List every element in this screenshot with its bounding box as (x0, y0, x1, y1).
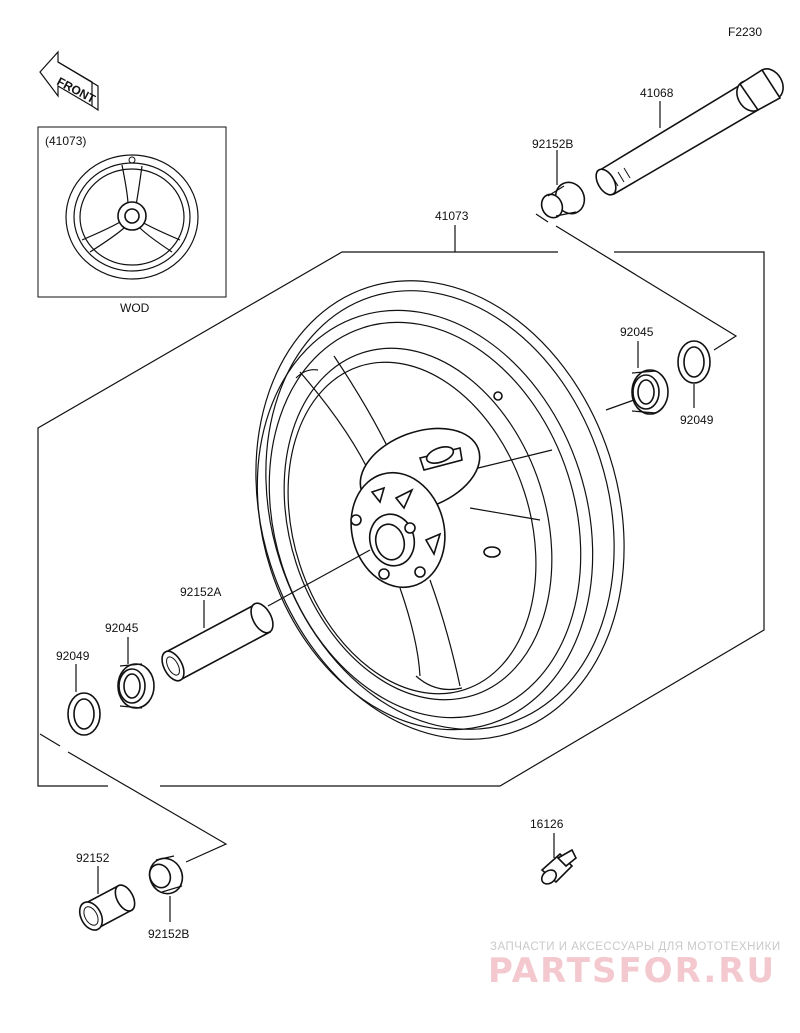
inset-frame (37, 126, 227, 298)
leader-right-assembly (535, 213, 738, 351)
part-label-collar-bottom-left: 92152 (76, 851, 110, 865)
valve-part (540, 848, 578, 885)
axle-part (595, 68, 784, 196)
watermark-tagline: ЗАПЧАСТИ И АКСЕССУАРЫ ДЛЯ МОТОТЕХНИКИ (490, 941, 781, 953)
part-label-seal-left: 92049 (56, 649, 90, 663)
diagram-code: F2230 (728, 25, 762, 39)
part-label-collar-top: 92152B (532, 137, 573, 151)
leader-left-assembly (39, 733, 228, 863)
part-label-wheel: 41073 (435, 209, 469, 223)
bearing-left-part (117, 663, 155, 709)
part-label-bearing-right: 92045 (620, 325, 654, 339)
collar-bottom-right-part (148, 855, 184, 895)
inset-caption: WOD (120, 301, 150, 315)
wheel-part (255, 280, 625, 740)
seal-left-part (67, 692, 101, 736)
part-label-spacer: 92152A (180, 585, 221, 599)
collar-top-part (540, 181, 586, 219)
part-label-collar-bottom-right: 92152B (148, 927, 189, 941)
inset-ref-label: (41073) (45, 134, 86, 148)
bearing-right-part (631, 369, 669, 415)
collar-bottom-left-part (78, 884, 136, 931)
part-label-valve: 16126 (530, 817, 564, 831)
part-label-bearing-left: 92045 (105, 621, 139, 635)
leader-spacer-axis (267, 549, 371, 607)
seal-right-part (677, 340, 711, 384)
part-label-seal-right: 92049 (680, 413, 714, 427)
inset-wheel-icon (65, 154, 199, 280)
assembly-frame (37, 251, 765, 787)
watermark-logo: PARTSFOR.RU (488, 951, 776, 991)
part-label-axle: 41068 (640, 86, 674, 100)
leader-bearing-axis (605, 399, 635, 411)
spacer-part (161, 602, 274, 682)
inset-wheel-view: (41073) WOD (37, 126, 227, 315)
front-label: FRONT (55, 74, 99, 106)
front-arrow-icon: FRONT (39, 50, 99, 112)
